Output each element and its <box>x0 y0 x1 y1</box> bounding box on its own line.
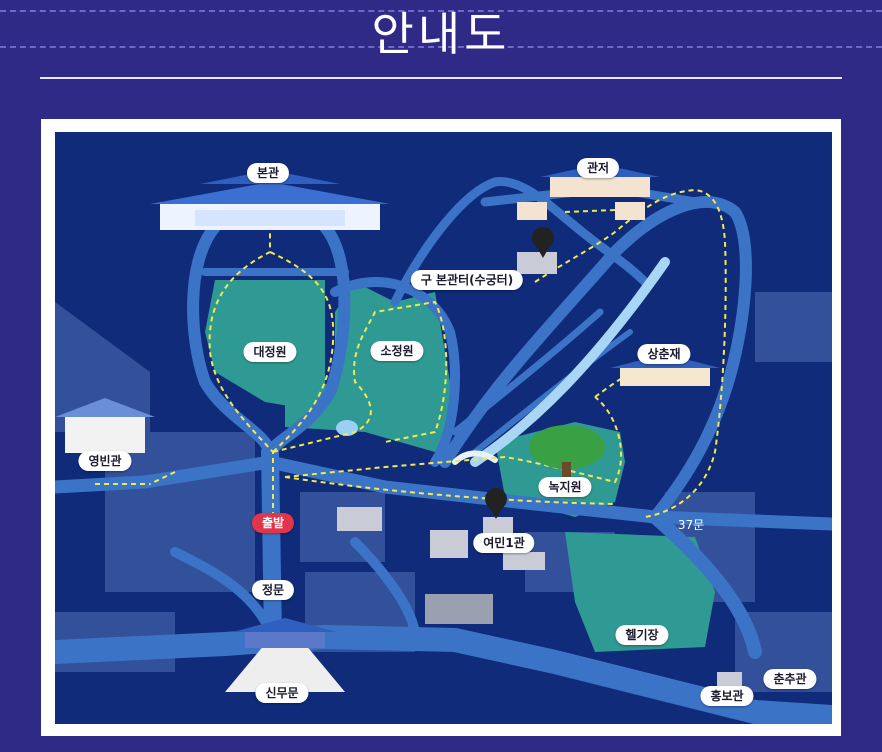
label-hongbogwan[interactable]: 홍보관 <box>700 686 754 706</box>
label-heliport[interactable]: 헬기장 <box>615 625 669 645</box>
label-jeongmun[interactable]: 정문 <box>251 580 295 600</box>
label-nokjiwon[interactable]: 녹지원 <box>538 477 592 497</box>
stream <box>470 257 670 467</box>
sinmumun-building-icon <box>225 618 345 692</box>
walking-route <box>95 188 727 518</box>
main-road-south <box>55 625 832 724</box>
label-daejeongwon[interactable]: 대정원 <box>243 342 297 362</box>
label-sinmumun[interactable]: 신무문 <box>255 683 309 703</box>
campus-map[interactable]: 본관 관저 구 본관터(수궁터) 대정원 소정원 상춘재 영빈관 녹지원 출발 … <box>55 132 832 724</box>
label-gate37: 37문 <box>677 518 705 532</box>
header-rule <box>40 77 842 79</box>
roads <box>55 177 832 724</box>
sojeongwon-zone <box>285 282 455 452</box>
heliport-zone <box>565 532 715 652</box>
gwanjeo-building-icon <box>517 164 660 220</box>
label-chunchugwan[interactable]: 춘추관 <box>763 669 817 689</box>
label-yeomin[interactable]: 여민1관 <box>473 533 535 553</box>
bongwan-building-icon <box>150 170 390 230</box>
green-zones <box>205 280 715 652</box>
map-graphic <box>55 164 832 724</box>
page-title: 안내도 <box>371 7 511 61</box>
label-sangchunjae[interactable]: 상춘재 <box>637 344 691 364</box>
label-bongwan[interactable]: 본관 <box>246 163 290 183</box>
label-gwanjeo[interactable]: 관저 <box>576 158 620 178</box>
header-dash-top <box>0 10 882 12</box>
small-buildings <box>337 252 742 686</box>
label-yeongbingwan[interactable]: 영빈관 <box>78 451 132 471</box>
restroom-icon <box>532 227 554 258</box>
label-sojeongwon[interactable]: 소정원 <box>370 341 424 361</box>
restroom-icon <box>485 488 507 519</box>
header-dash-bottom <box>0 46 882 48</box>
yeongbingwan-building-icon <box>55 398 155 453</box>
tree-icon <box>529 425 605 478</box>
label-old-bongwan[interactable]: 구 본관터(수궁터) <box>410 270 524 290</box>
label-start[interactable]: 출발 <box>251 513 295 533</box>
page-header: 안내도 <box>0 0 882 118</box>
